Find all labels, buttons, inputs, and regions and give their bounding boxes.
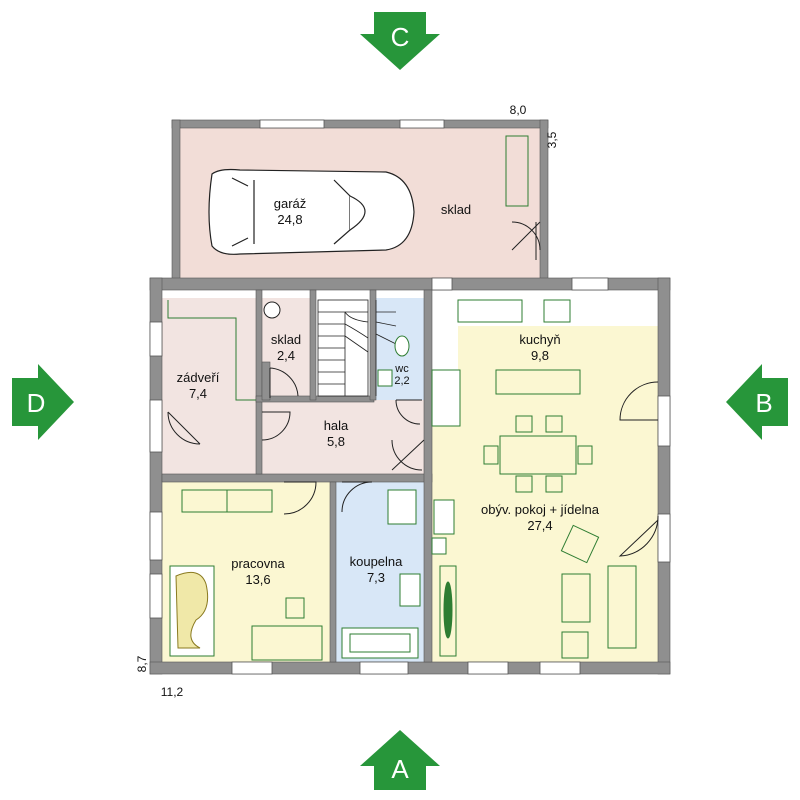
arrow-a-label: A	[391, 754, 409, 784]
dining-table	[499, 435, 577, 475]
koupelna-area: 7,3	[367, 570, 385, 585]
hala-floor	[262, 400, 432, 474]
kuchyn-area: 9,8	[531, 348, 549, 363]
kitchen-island	[495, 369, 581, 395]
pracovna-area: 13,6	[245, 572, 270, 587]
dining-chair	[545, 415, 563, 433]
garaz-area: 24,8	[277, 212, 302, 227]
zadveri-label: zádveří	[177, 370, 220, 385]
cabinet	[433, 499, 455, 535]
stove	[543, 299, 571, 323]
arrow-d: D	[12, 364, 74, 440]
zadveri-area: 7,4	[189, 386, 207, 401]
room-labels: garáž 24,8 sklad zádveří 7,4 sklad 2,4 w…	[177, 196, 600, 587]
garage-shelf	[505, 135, 529, 207]
koupelna-label: koupelna	[350, 554, 404, 569]
zadveri-floor	[160, 298, 262, 474]
arrow-b: B	[726, 364, 788, 440]
dining-chair	[515, 475, 533, 493]
kitchen-sink	[457, 299, 523, 323]
dining-chair	[515, 415, 533, 433]
garaz-label: garáž	[274, 196, 307, 211]
hala-area: 5,8	[327, 434, 345, 449]
car-icon	[208, 168, 415, 255]
dining-chair	[483, 445, 499, 465]
obyvak-area: 27,4	[527, 518, 552, 533]
house-depth-dim: 8,7	[135, 655, 149, 672]
sklad-small-label: sklad	[271, 332, 301, 347]
study-chair	[285, 597, 305, 619]
arrow-d-label: D	[27, 388, 46, 418]
arrow-a: A	[360, 730, 440, 790]
washbasin	[399, 573, 421, 607]
kuchyn-label: kuchyň	[519, 332, 560, 347]
windows	[149, 119, 671, 675]
garage-width-dim: 8,0	[510, 103, 527, 117]
sklad-garage-label: sklad	[441, 202, 471, 217]
obyvak-label: obýv. pokoj + jídelna	[481, 502, 600, 517]
arrow-b-label: B	[755, 388, 772, 418]
shower	[387, 489, 417, 525]
hall-closet	[431, 369, 461, 427]
study-desk	[251, 625, 323, 661]
electric-meter-icon	[263, 301, 281, 319]
armchair	[560, 524, 600, 564]
dining-chair	[577, 445, 593, 465]
arrow-c: C	[360, 12, 440, 70]
dining-chair	[545, 475, 563, 493]
hala-label: hala	[324, 418, 349, 433]
toilet	[394, 335, 410, 357]
furniture	[167, 135, 637, 661]
side-arrows: C A D B	[12, 12, 788, 790]
garage-depth-dim: 3,5	[545, 131, 559, 148]
armchair	[561, 631, 589, 659]
sofa	[607, 565, 637, 649]
staircase	[317, 299, 397, 397]
walls	[149, 119, 671, 675]
dimension-labels: 8,0 3,5 11,2 8,7	[135, 103, 559, 699]
coffee-table	[561, 573, 591, 623]
pracovna-label: pracovna	[231, 556, 285, 571]
wc-label: wc	[394, 363, 409, 375]
house-width-dim: 11,2	[161, 685, 184, 699]
sklad-small-area: 2,4	[277, 348, 295, 363]
arrow-c-label: C	[391, 22, 410, 52]
wc-area: 2,2	[394, 375, 409, 387]
